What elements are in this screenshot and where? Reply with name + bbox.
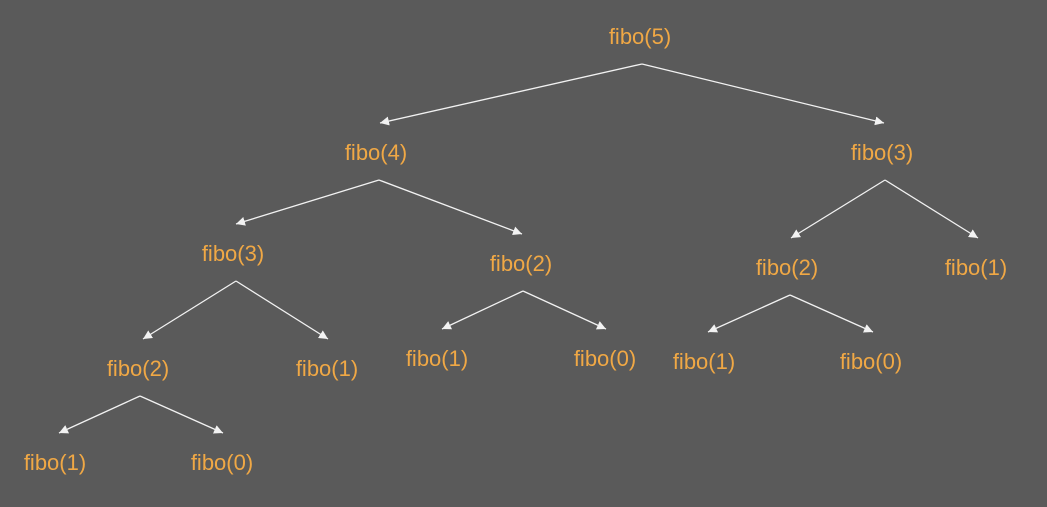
node-n14: fibo(0) — [190, 450, 254, 475]
edge-n3-to-n8 — [235, 280, 329, 340]
edge-n3-to-n7 — [142, 280, 237, 340]
node-n1: fibo(4) — [344, 140, 408, 165]
node-n11: fibo(1) — [672, 349, 736, 374]
edge-n1-to-n4 — [378, 179, 523, 236]
node-n5: fibo(2) — [755, 255, 819, 280]
node-n10: fibo(0) — [573, 346, 637, 371]
edge-n4-to-n10 — [522, 290, 607, 330]
edge-n5-to-n11 — [707, 294, 791, 333]
edge-n2-to-n6 — [884, 179, 979, 239]
node-n0: fibo(5) — [608, 24, 672, 49]
node-n8: fibo(1) — [295, 356, 359, 381]
node-n6: fibo(1) — [944, 255, 1008, 280]
edge-n7-to-n13 — [58, 395, 141, 434]
node-n4: fibo(2) — [489, 251, 553, 276]
edge-n1-to-n3 — [235, 179, 380, 226]
node-n9: fibo(1) — [405, 346, 469, 371]
node-n7: fibo(2) — [106, 356, 170, 381]
edge-n0-to-n2 — [641, 63, 885, 126]
edge-n2-to-n5 — [790, 179, 886, 239]
node-n2: fibo(3) — [850, 140, 914, 165]
edge-n7-to-n14 — [139, 395, 224, 434]
node-n13: fibo(1) — [23, 450, 87, 475]
edge-n4-to-n9 — [441, 290, 524, 330]
node-n12: fibo(0) — [839, 349, 903, 374]
node-n3: fibo(3) — [201, 241, 265, 266]
edge-n5-to-n12 — [789, 294, 874, 333]
edge-n0-to-n1 — [379, 63, 643, 126]
